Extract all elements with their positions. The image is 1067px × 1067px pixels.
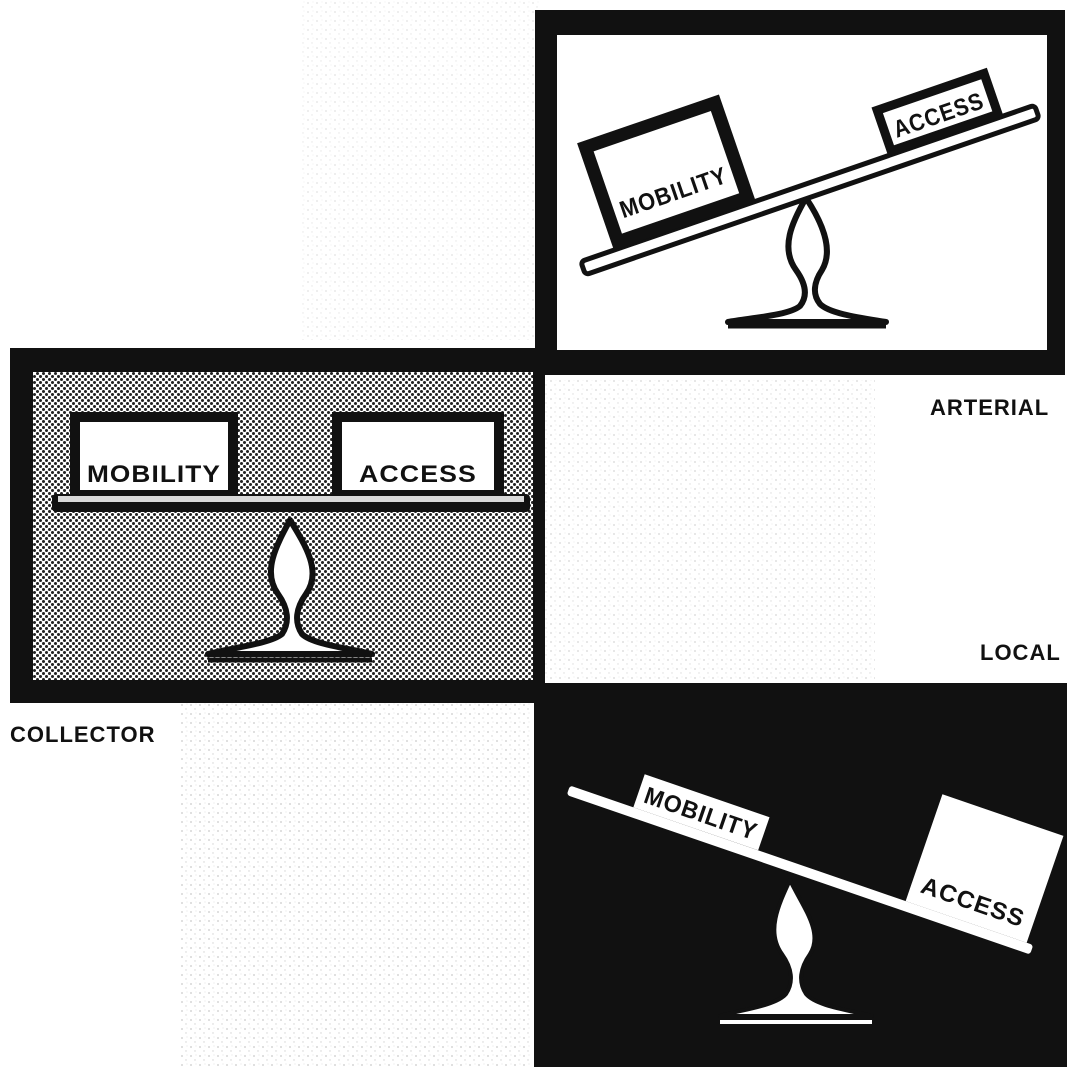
local-label: LOCAL: [980, 640, 1061, 666]
arterial-panel: MOBILITY ACCESS: [535, 0, 1065, 375]
collector-label: COLLECTOR: [10, 722, 155, 748]
collector-panel: MOBILITY ACCESS: [10, 348, 545, 703]
speckle-area-middle: [545, 380, 875, 680]
local-panel: MOBILITY ACCESS: [534, 679, 1067, 1067]
collector-access-box: ACCESS: [332, 412, 504, 496]
arterial-label: ARTERIAL: [930, 395, 1049, 421]
speckle-area-bottom: [180, 700, 530, 1067]
collector-access-text: ACCESS: [359, 461, 477, 488]
speckle-area-top: [300, 0, 540, 340]
collector-mobility-text: MOBILITY: [87, 461, 221, 488]
collector-mobility-box: MOBILITY: [70, 412, 238, 496]
